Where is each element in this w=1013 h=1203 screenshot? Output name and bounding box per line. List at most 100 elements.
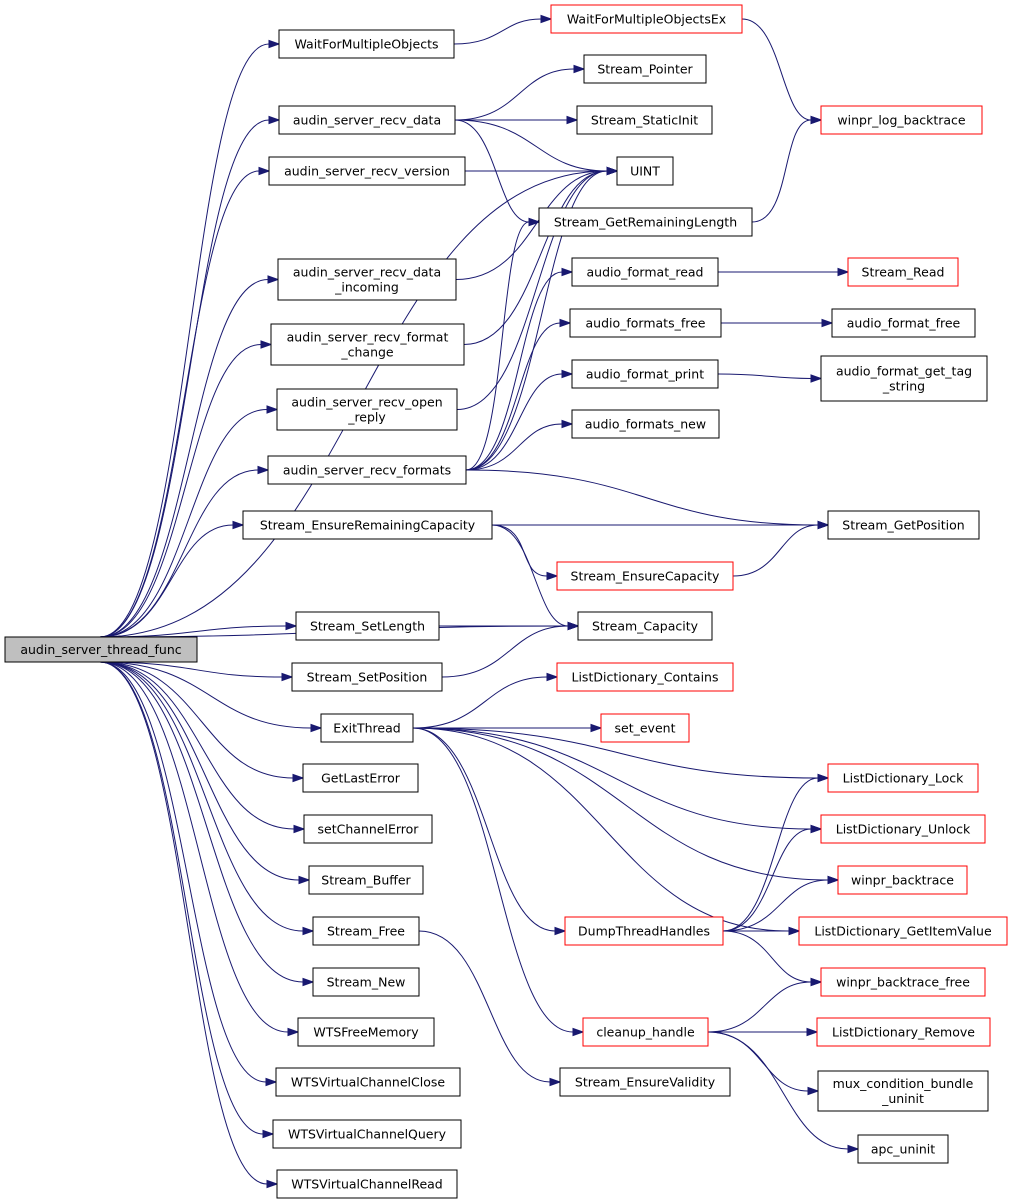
- node-root[interactable]: audin_server_thread_func: [4, 636, 198, 663]
- node-asrd[interactable]: audin_server_recv_data: [278, 105, 456, 135]
- node-afr[interactable]: audio_format_read: [571, 257, 719, 287]
- node-sgrl[interactable]: Stream_GetRemainingLength: [538, 207, 753, 237]
- node-label: Stream_Capacity: [592, 619, 699, 634]
- node-label: ListDictionary_Unlock: [836, 822, 971, 837]
- node-box: [571, 359, 719, 389]
- node-label: audio_format_print: [586, 367, 704, 382]
- arrowhead-asrd-to-ssi: [566, 115, 579, 125]
- node-wlb[interactable]: winpr_log_backtrace: [820, 105, 983, 135]
- arrowhead-asrd-to-sptr: [573, 64, 586, 74]
- node-label: mux_condition_bundle: [833, 1076, 974, 1091]
- edge-dth-to-wbtf: [722, 930, 812, 983]
- node-asrv[interactable]: audin_server_recv_version: [268, 156, 466, 186]
- node-box: [798, 916, 1008, 946]
- node-box: [559, 1067, 731, 1097]
- edge-exitt-to-ldgiv: [412, 727, 790, 932]
- arrowhead-dth-to-ldl: [817, 773, 830, 783]
- node-label: WTSVirtualChannelClose: [291, 1075, 445, 1090]
- edge-root-to-wtsvcc: [99, 661, 267, 1083]
- node-box: [816, 1017, 991, 1047]
- node-wfmoex[interactable]: WaitForMultipleObjectsEx: [550, 4, 743, 34]
- node-label-continuation: _string: [882, 379, 925, 394]
- node-dth[interactable]: DumpThreadHandles: [564, 916, 724, 946]
- node-asrf[interactable]: audin_server_recv_formats: [267, 455, 467, 485]
- node-ldl[interactable]: ListDictionary_Lock: [827, 763, 979, 793]
- node-serc[interactable]: Stream_EnsureRemainingCapacity: [242, 510, 493, 540]
- node-sptr[interactable]: Stream_Pointer: [583, 54, 707, 84]
- node-sread[interactable]: Stream_Read: [847, 257, 959, 287]
- node-wbt[interactable]: winpr_backtrace: [837, 865, 968, 895]
- arrowhead-afsfree-to-affree: [821, 318, 834, 328]
- node-ssl[interactable]: Stream_SetLength: [295, 611, 440, 641]
- node-scap[interactable]: Stream_Capacity: [577, 611, 713, 641]
- node-gle[interactable]: GetLastError: [302, 763, 419, 793]
- edge-sfree-to-sev: [418, 930, 551, 1083]
- node-ldu[interactable]: ListDictionary_Unlock: [820, 814, 986, 844]
- node-asror[interactable]: audin_server_recv_open_reply: [276, 388, 458, 431]
- node-box: [312, 967, 420, 997]
- arrowhead-sgrl-to-wlb: [810, 115, 823, 125]
- node-ch[interactable]: cleanup_handle: [582, 1017, 709, 1047]
- arrowhead-root-to-ssl: [285, 621, 298, 631]
- node-afnew[interactable]: audio_formats_new: [571, 409, 720, 439]
- arrowhead-root-to-asrf: [257, 465, 270, 475]
- node-apcu[interactable]: apc_uninit: [857, 1134, 949, 1164]
- node-box: [847, 257, 959, 287]
- node-sbuf[interactable]: Stream_Buffer: [308, 865, 424, 895]
- node-sec[interactable]: Stream_EnsureCapacity: [556, 561, 734, 591]
- node-ldr[interactable]: ListDictionary_Remove: [816, 1017, 991, 1047]
- node-snew[interactable]: Stream_New: [312, 967, 420, 997]
- edge-root-to-wfmo: [99, 43, 270, 638]
- node-afgts[interactable]: audio_format_get_tag_string: [820, 355, 988, 402]
- node-exitt[interactable]: ExitThread: [320, 713, 414, 743]
- node-ssp[interactable]: Stream_SetPosition: [291, 662, 443, 692]
- node-box: [600, 713, 690, 743]
- node-box: [303, 814, 433, 844]
- node-label: audio_formats_new: [585, 417, 706, 432]
- node-box: [295, 611, 440, 641]
- node-setev[interactable]: set_event: [600, 713, 690, 743]
- node-label: audin_server_recv_format: [287, 330, 449, 345]
- node-wtsvcr[interactable]: WTSVirtualChannelRead: [276, 1169, 458, 1199]
- arrowhead-wfmo-to-wfmoex: [540, 14, 553, 24]
- arrowhead-asrf-to-afsfree: [559, 318, 572, 328]
- node-box: [837, 865, 968, 895]
- edge-exitt-to-ldc: [412, 676, 548, 729]
- arrowhead-dth-to-ldgiv: [788, 926, 801, 936]
- node-ldgiv[interactable]: ListDictionary_GetItemValue: [798, 916, 1008, 946]
- node-wfmo[interactable]: WaitForMultipleObjects: [278, 29, 455, 59]
- node-wtsvcc[interactable]: WTSVirtualChannelClose: [275, 1067, 461, 1097]
- node-sgp[interactable]: Stream_GetPosition: [827, 510, 980, 540]
- edge-wfmoex-to-wlb: [741, 18, 812, 121]
- node-label: DumpThreadHandles: [578, 924, 710, 939]
- edge-dth-to-ldl: [722, 777, 819, 932]
- node-sev[interactable]: Stream_EnsureValidity: [559, 1067, 731, 1097]
- arrowhead-root-to-wtsfm: [287, 1027, 300, 1037]
- node-afp[interactable]: audio_format_print: [571, 359, 719, 389]
- node-affree[interactable]: audio_format_free: [831, 308, 976, 338]
- node-ldc[interactable]: ListDictionary_Contains: [556, 662, 734, 692]
- node-mcbu[interactable]: mux_condition_bundle_uninit: [817, 1070, 989, 1112]
- node-label: winpr_log_backtrace: [837, 113, 966, 128]
- node-ssi[interactable]: Stream_StaticInit: [576, 105, 713, 135]
- edge-root-to-gle: [99, 661, 294, 779]
- node-wbtf[interactable]: winpr_backtrace_free: [820, 967, 986, 997]
- node-label: Stream_GetRemainingLength: [554, 215, 737, 230]
- node-asrdi[interactable]: audin_server_recv_data_incoming: [277, 258, 457, 301]
- edge-asrfc-to-uint: [463, 170, 608, 345]
- edge-root-to-exitt: [99, 661, 312, 729]
- node-label: GetLastError: [321, 771, 401, 786]
- node-label: Stream_EnsureCapacity: [571, 569, 721, 584]
- node-wtsfm[interactable]: WTSFreeMemory: [297, 1017, 435, 1047]
- arrowhead-asrf-to-afp: [561, 369, 574, 379]
- node-uint[interactable]: UINT: [616, 156, 674, 186]
- node-sfree[interactable]: Stream_Free: [312, 916, 420, 946]
- node-afsfree[interactable]: audio_formats_free: [569, 308, 722, 338]
- node-sce[interactable]: setChannelError: [303, 814, 433, 844]
- node-label: ListDictionary_Remove: [832, 1025, 975, 1040]
- node-asrfc[interactable]: audin_server_recv_format_change: [270, 323, 465, 366]
- node-label: Stream_Pointer: [597, 62, 693, 77]
- edge-dth-to-wbt: [722, 879, 829, 932]
- node-box: [268, 156, 466, 186]
- node-wtsvcq[interactable]: WTSVirtualChannelQuery: [272, 1119, 462, 1149]
